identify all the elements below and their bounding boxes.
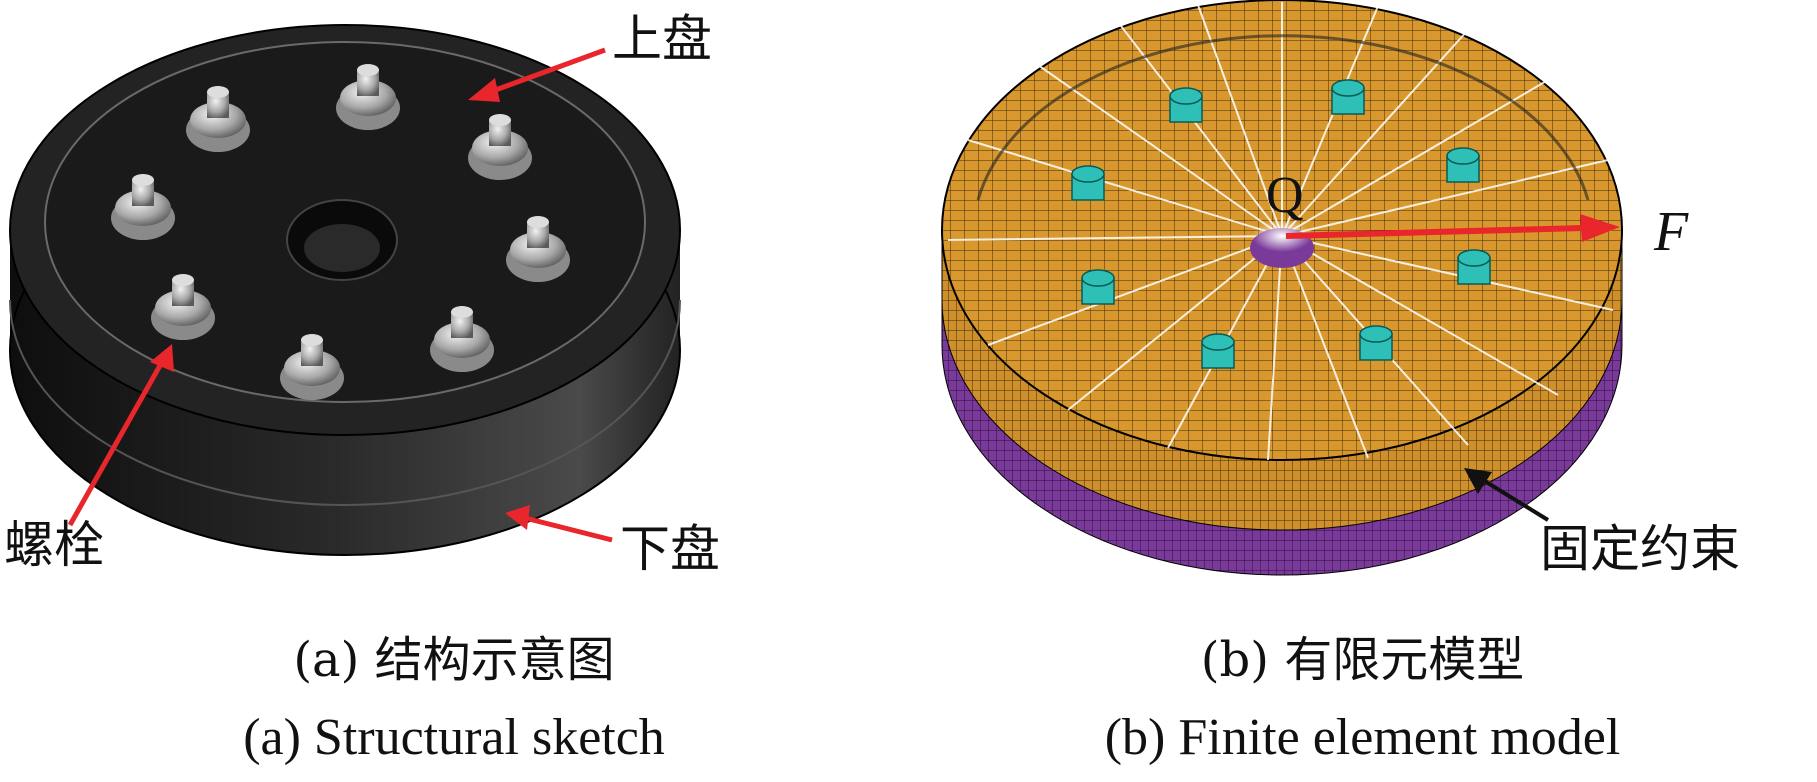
bolt-7 (430, 306, 494, 372)
arrow-upper-disc-head (468, 78, 500, 102)
arrow-bolt (67, 360, 165, 527)
bolt-elements (1071, 79, 1491, 369)
bolt-5 (506, 216, 570, 282)
bolt-6 (151, 274, 215, 340)
arrow-lower-disc (524, 515, 613, 543)
panel-structural-sketch: 上盘 螺栓 下盘 (a) 结构示意图 (a) Structural sketch (0, 0, 908, 782)
label-lower-disc: 下盘 (620, 520, 720, 578)
panel-finite-element-model: Q F 固定约束 (b) 有限元模型 (b) Finite element mo… (908, 0, 1817, 782)
force-arrow (1285, 214, 1620, 242)
caption-a-cn: (a) 结构示意图 (293, 632, 615, 688)
arrow-lower-disc-head (505, 505, 530, 530)
bolt-1 (186, 86, 250, 152)
pointer-arrows (67, 47, 613, 543)
bolts (111, 64, 570, 400)
caption-a-en: (a) Structural sketch (243, 709, 665, 766)
bolt-2 (336, 64, 400, 130)
structural-sketch-drawing (9, 24, 681, 556)
label-force-f: F (1654, 201, 1689, 263)
bolt-element-6 (1081, 269, 1115, 305)
label-upper-disc: 上盘 (612, 10, 712, 68)
bolt-element-1 (1169, 87, 1203, 123)
caption-b-en: (b) Finite element model (1104, 709, 1621, 766)
arrow-upper-disc (489, 47, 606, 95)
bolt-4 (111, 174, 175, 240)
fem-drawing (941, 0, 1623, 576)
arrow-bolt-head (150, 344, 174, 372)
label-bolt: 螺栓 (4, 516, 104, 574)
bolt-element-2 (1331, 79, 1365, 115)
caption-b-cn: (b) 有限元模型 (1200, 632, 1525, 688)
bolt-8 (280, 334, 344, 400)
bolt-element-7 (1359, 325, 1393, 361)
bolt-element-4 (1071, 165, 1105, 201)
bolt-element-8 (1201, 333, 1235, 369)
label-fixed-constraint: 固定约束 (1540, 520, 1740, 578)
label-point-q: Q (1266, 167, 1304, 224)
disc-seam (9, 299, 681, 506)
constraint-arrow (1464, 468, 1550, 522)
bolt-element-5 (1457, 249, 1491, 285)
bolt-element-3 (1446, 147, 1480, 183)
bolt-3 (468, 114, 532, 180)
